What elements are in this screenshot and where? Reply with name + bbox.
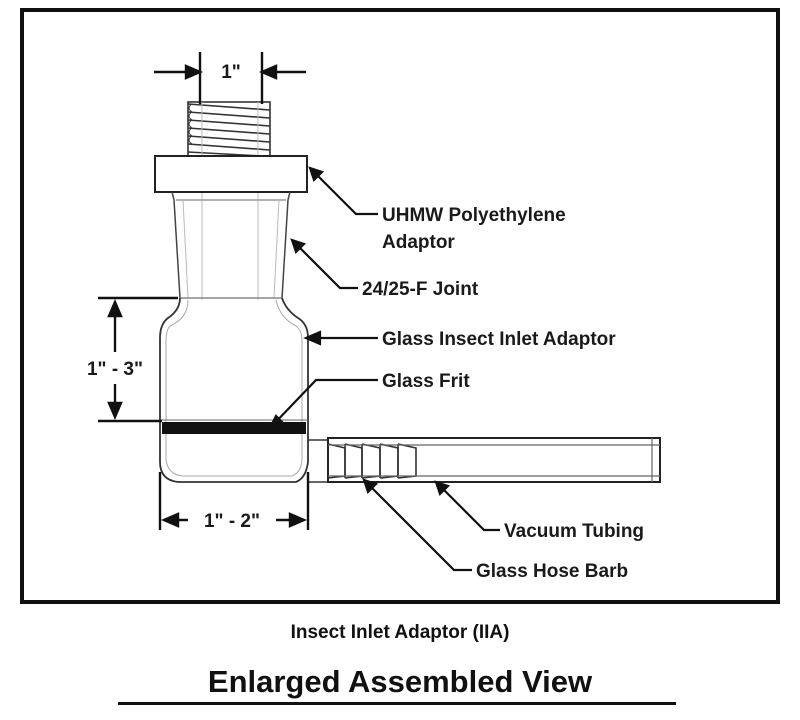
dimension-bottom-width — [158, 472, 310, 530]
label-glass-adaptor: Glass Insect Inlet Adaptor — [382, 329, 616, 350]
dimension-bottom-width-label: 1" - 2" — [204, 511, 260, 532]
glass-frit — [162, 422, 306, 434]
figure-subtitle: Insect Inlet Adaptor (IIA) — [290, 622, 510, 643]
dimension-height-label: 1" - 3" — [87, 359, 143, 380]
glass-adaptor-body — [159, 297, 309, 483]
label-uhmw-adaptor-line1: UHMW Polyethylene — [382, 205, 566, 226]
glass-hose-barb — [308, 439, 417, 483]
ground-glass-joint — [171, 191, 291, 299]
figure-title: Enlarged Assembled View — [207, 664, 593, 699]
dimension-top-width — [154, 52, 306, 104]
uhmw-collar — [154, 155, 308, 193]
leader-lines — [267, 166, 500, 572]
label-glass-frit: Glass Frit — [382, 371, 470, 392]
label-vacuum-tubing: Vacuum Tubing — [504, 521, 644, 542]
title-underline — [118, 702, 676, 705]
vacuum-tubing — [327, 437, 661, 483]
dimension-top-width-label: 1" — [221, 62, 241, 83]
label-hose-barb: Glass Hose Barb — [476, 561, 628, 582]
dimension-height — [98, 296, 178, 423]
diagram-frame — [20, 8, 780, 604]
threaded-stem — [187, 101, 271, 300]
label-joint: 24/25-F Joint — [362, 279, 479, 300]
label-uhmw-adaptor-line2: Adaptor — [382, 232, 455, 253]
